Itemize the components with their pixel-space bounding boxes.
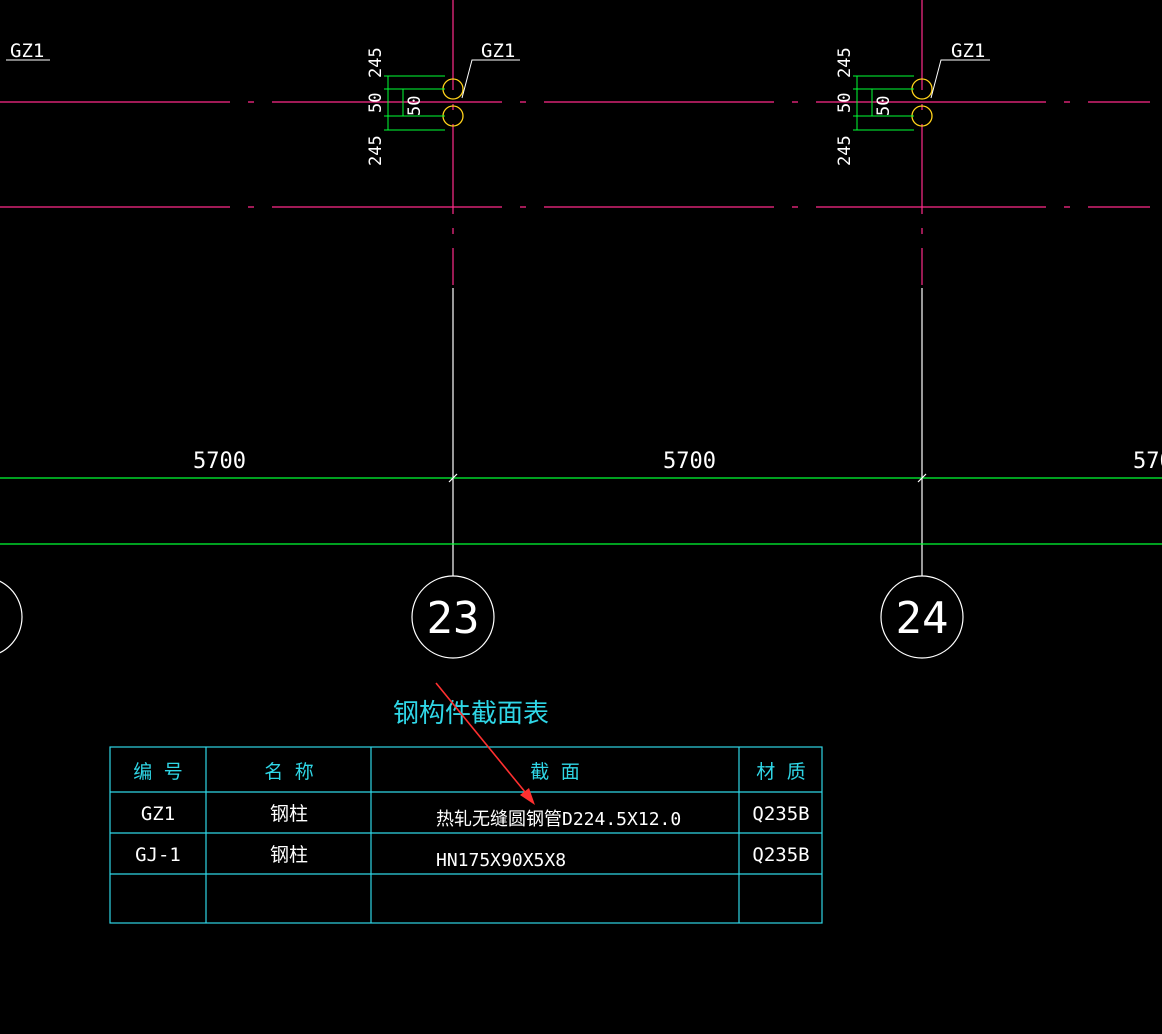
dim-50-inner-24: 50 bbox=[874, 96, 894, 116]
header-name: 名 称 bbox=[264, 761, 313, 783]
column-tags: GZ1 GZ1 GZ1 bbox=[10, 40, 985, 62]
tag-leaders bbox=[6, 59, 990, 99]
dim-245-top-23: 245 bbox=[366, 47, 386, 78]
dim-50-23: 50 bbox=[366, 93, 386, 113]
row1-section: 热轧无缝圆钢管D224.5X12.0 bbox=[436, 809, 681, 830]
axis-label-24: 24 bbox=[896, 593, 949, 644]
row2-material: Q235B bbox=[752, 844, 809, 866]
axis-label-23: 23 bbox=[427, 593, 480, 644]
vertical-grid-lines bbox=[452, 0, 923, 576]
section-table: 钢构件截面表 编 号 名 称 截 面 材 质 GZ1 钢柱 热轧无缝圆钢管D22… bbox=[109, 699, 823, 924]
span-dim-3: 570 bbox=[1133, 449, 1162, 474]
column-dimensions-23 bbox=[384, 75, 445, 131]
table-title: 钢构件截面表 bbox=[393, 699, 549, 729]
annotation-arrow bbox=[435, 682, 535, 805]
axis-bubble-24 bbox=[880, 575, 964, 659]
axis-bubble-left-partial bbox=[0, 580, 23, 654]
table-border bbox=[109, 746, 823, 924]
dim-245-top-24: 245 bbox=[835, 47, 855, 78]
row2-section: HN175X90X5X8 bbox=[436, 850, 566, 871]
column-tag-23: GZ1 bbox=[481, 40, 515, 62]
column-dimension-texts: 245 50 50 245 245 50 50 245 bbox=[366, 47, 894, 166]
row1-name: 钢柱 bbox=[270, 803, 308, 825]
axis-bubbles bbox=[0, 575, 964, 659]
arrow-shaft bbox=[435, 682, 531, 799]
dim-245-bottom-24: 245 bbox=[835, 135, 855, 166]
tick-23 bbox=[448, 473, 458, 483]
row1-code: GZ1 bbox=[141, 803, 175, 825]
column-tag-left: GZ1 bbox=[10, 40, 44, 62]
header-material: 材 质 bbox=[756, 761, 805, 783]
span-dim-2: 5700 bbox=[663, 449, 716, 474]
dim-50-24: 50 bbox=[835, 93, 855, 113]
table-row: GJ-1 钢柱 HN175X90X5X8 Q235B bbox=[135, 844, 809, 871]
column-dimensions-24 bbox=[853, 75, 914, 131]
span-ticks bbox=[448, 473, 927, 483]
span-dimension-lines bbox=[0, 477, 1162, 545]
dim-50-inner-23: 50 bbox=[405, 96, 425, 116]
row1-material: Q235B bbox=[752, 803, 809, 825]
axis-bubble-23 bbox=[411, 575, 495, 659]
span-dimension-texts: 5700 5700 570 bbox=[193, 449, 1162, 474]
dim-245-bottom-23: 245 bbox=[366, 135, 386, 166]
axis-bubble-labels: 23 24 bbox=[427, 593, 949, 644]
table-row: GZ1 钢柱 热轧无缝圆钢管D224.5X12.0 Q235B bbox=[141, 803, 810, 830]
leader-24 bbox=[930, 59, 990, 99]
table-grid bbox=[109, 746, 823, 924]
row2-name: 钢柱 bbox=[270, 844, 308, 866]
row2-code: GJ-1 bbox=[135, 844, 181, 866]
header-code: 编 号 bbox=[133, 761, 182, 783]
header-section: 截 面 bbox=[530, 761, 579, 783]
tick-24 bbox=[917, 473, 927, 483]
leader-23 bbox=[461, 59, 520, 99]
table-header: 编 号 名 称 截 面 材 质 bbox=[133, 761, 805, 783]
horizontal-axis-lines bbox=[0, 101, 1150, 208]
column-tag-24: GZ1 bbox=[951, 40, 985, 62]
arrow-head bbox=[520, 788, 535, 805]
span-dim-1: 5700 bbox=[193, 449, 246, 474]
